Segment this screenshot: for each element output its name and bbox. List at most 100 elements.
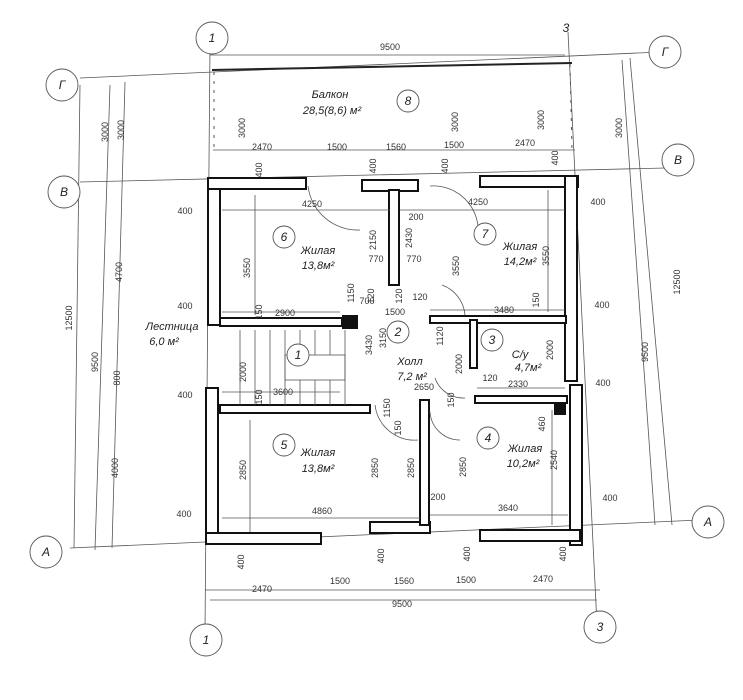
svg-text:Жилая: Жилая — [507, 443, 543, 455]
svg-text:2650: 2650 — [414, 382, 434, 392]
svg-text:Лестница: Лестница — [145, 321, 199, 333]
svg-text:2850: 2850 — [370, 458, 380, 478]
svg-text:1560: 1560 — [394, 576, 414, 586]
svg-text:3000: 3000 — [450, 112, 460, 132]
room-2-hall: 2 Холл 7,2 м² — [386, 320, 427, 383]
svg-text:150: 150 — [393, 420, 403, 435]
svg-text:28,5(8,6) м²: 28,5(8,6) м² — [302, 105, 362, 117]
svg-text:2150: 2150 — [368, 230, 378, 250]
svg-text:460: 460 — [537, 416, 547, 431]
svg-text:3000: 3000 — [100, 122, 110, 142]
svg-text:770: 770 — [406, 254, 421, 264]
svg-text:8: 8 — [405, 94, 412, 108]
svg-text:3550: 3550 — [541, 246, 551, 266]
overall-top: 9500 — [380, 42, 400, 52]
svg-text:400: 400 — [462, 546, 472, 561]
axis-bubble-3-bottom: 3 — [583, 610, 617, 644]
left-mid-9500: 9500 — [90, 352, 100, 372]
axis-bubble-B-right: В — [661, 143, 695, 177]
svg-text:400: 400 — [177, 301, 192, 311]
svg-text:1500: 1500 — [444, 140, 464, 150]
svg-text:7: 7 — [482, 227, 490, 241]
svg-text:3000: 3000 — [116, 120, 126, 140]
svg-text:3640: 3640 — [498, 503, 518, 513]
svg-text:В: В — [674, 153, 682, 167]
svg-text:2470: 2470 — [515, 138, 535, 148]
svg-text:400: 400 — [558, 546, 568, 561]
axis-bubble-1-bottom: 1 — [189, 623, 223, 657]
svg-text:400: 400 — [595, 378, 610, 388]
right-mid-9500: 9500 — [640, 342, 650, 362]
svg-text:2850: 2850 — [406, 458, 416, 478]
svg-text:Балкон: Балкон — [312, 89, 349, 101]
svg-text:1500: 1500 — [330, 576, 350, 586]
svg-text:4700: 4700 — [114, 262, 124, 282]
svg-text:1560: 1560 — [386, 142, 406, 152]
svg-text:Холл: Холл — [396, 356, 422, 368]
svg-text:120: 120 — [412, 292, 427, 302]
svg-text:3000: 3000 — [536, 110, 546, 130]
svg-text:3550: 3550 — [451, 256, 461, 276]
left-dimension-chain: 3000 3000 4700 800 4000 400 400 400 400 — [100, 120, 193, 519]
svg-text:120: 120 — [394, 288, 404, 303]
svg-text:3550: 3550 — [242, 258, 252, 278]
room-5: 5 Жилая 13,8м² — [272, 433, 335, 475]
svg-text:1: 1 — [203, 633, 210, 647]
svg-text:2000: 2000 — [238, 362, 248, 382]
axis-bubble-A-right: А — [691, 505, 725, 539]
overall-left: 12500 — [64, 305, 74, 330]
svg-text:150: 150 — [446, 392, 456, 407]
svg-text:2330: 2330 — [508, 379, 528, 389]
svg-text:3: 3 — [563, 21, 570, 35]
svg-text:400: 400 — [590, 197, 605, 207]
axis-bubble-G-left: Г — [45, 68, 79, 102]
svg-text:2470: 2470 — [252, 584, 272, 594]
svg-text:А: А — [41, 545, 50, 559]
inner-dim-lines — [222, 190, 568, 532]
svg-text:200: 200 — [408, 212, 423, 222]
svg-text:2900: 2900 — [275, 308, 295, 318]
svg-text:700: 700 — [359, 296, 374, 306]
svg-text:10,2м²: 10,2м² — [507, 458, 540, 470]
svg-text:2540: 2540 — [549, 450, 559, 470]
right-dimension-chain: 3000 400 400 400 400 — [590, 118, 624, 503]
svg-text:1150: 1150 — [382, 398, 392, 417]
svg-text:1500: 1500 — [385, 307, 405, 317]
room-3-bathroom: 3 С/у 4,7м² — [480, 328, 542, 374]
overall-bottom: 9500 — [392, 599, 412, 609]
svg-text:4,7м²: 4,7м² — [515, 362, 542, 374]
svg-text:13,8м²: 13,8м² — [302, 463, 335, 475]
axis-lines — [69, 31, 701, 631]
stairs — [239, 330, 346, 405]
svg-text:3150: 3150 — [378, 328, 388, 348]
svg-text:6,0 м²: 6,0 м² — [149, 336, 179, 348]
svg-text:4: 4 — [485, 431, 492, 445]
svg-text:3000: 3000 — [614, 118, 624, 138]
svg-text:400: 400 — [236, 554, 246, 569]
svg-text:5: 5 — [281, 438, 288, 452]
svg-text:13,8м²: 13,8м² — [302, 260, 335, 272]
svg-text:Жилая: Жилая — [300, 245, 336, 257]
svg-text:7,2 м²: 7,2 м² — [397, 371, 427, 383]
svg-text:120: 120 — [482, 373, 497, 383]
svg-text:3: 3 — [489, 333, 496, 347]
svg-text:400: 400 — [376, 548, 386, 563]
top-dimension-chain: 2470 1500 1560 1500 2470 400 400 400 400… — [237, 110, 560, 178]
bottom-dimension-chain: 2470 1500 1560 1500 2470 400 400 400 400 — [236, 546, 568, 594]
svg-text:1: 1 — [295, 348, 302, 362]
svg-text:Г: Г — [662, 45, 670, 59]
svg-text:800: 800 — [112, 370, 122, 385]
svg-text:400: 400 — [177, 206, 192, 216]
svg-text:400: 400 — [550, 150, 560, 165]
axis-bubble-A-left: А — [29, 535, 63, 569]
room-1-stairs: 1 Лестница 6,0 м² — [145, 321, 310, 367]
svg-text:3430: 3430 — [364, 335, 374, 355]
svg-text:А: А — [703, 515, 712, 529]
svg-text:4250: 4250 — [302, 199, 322, 209]
svg-text:400: 400 — [594, 300, 609, 310]
inner-dimensions: 4250 4250 3550 3550 3550 2150 2430 200 7… — [238, 197, 559, 516]
overall-right: 12500 — [672, 269, 682, 294]
svg-text:1150: 1150 — [346, 283, 356, 302]
svg-text:Жилая: Жилая — [502, 241, 538, 253]
